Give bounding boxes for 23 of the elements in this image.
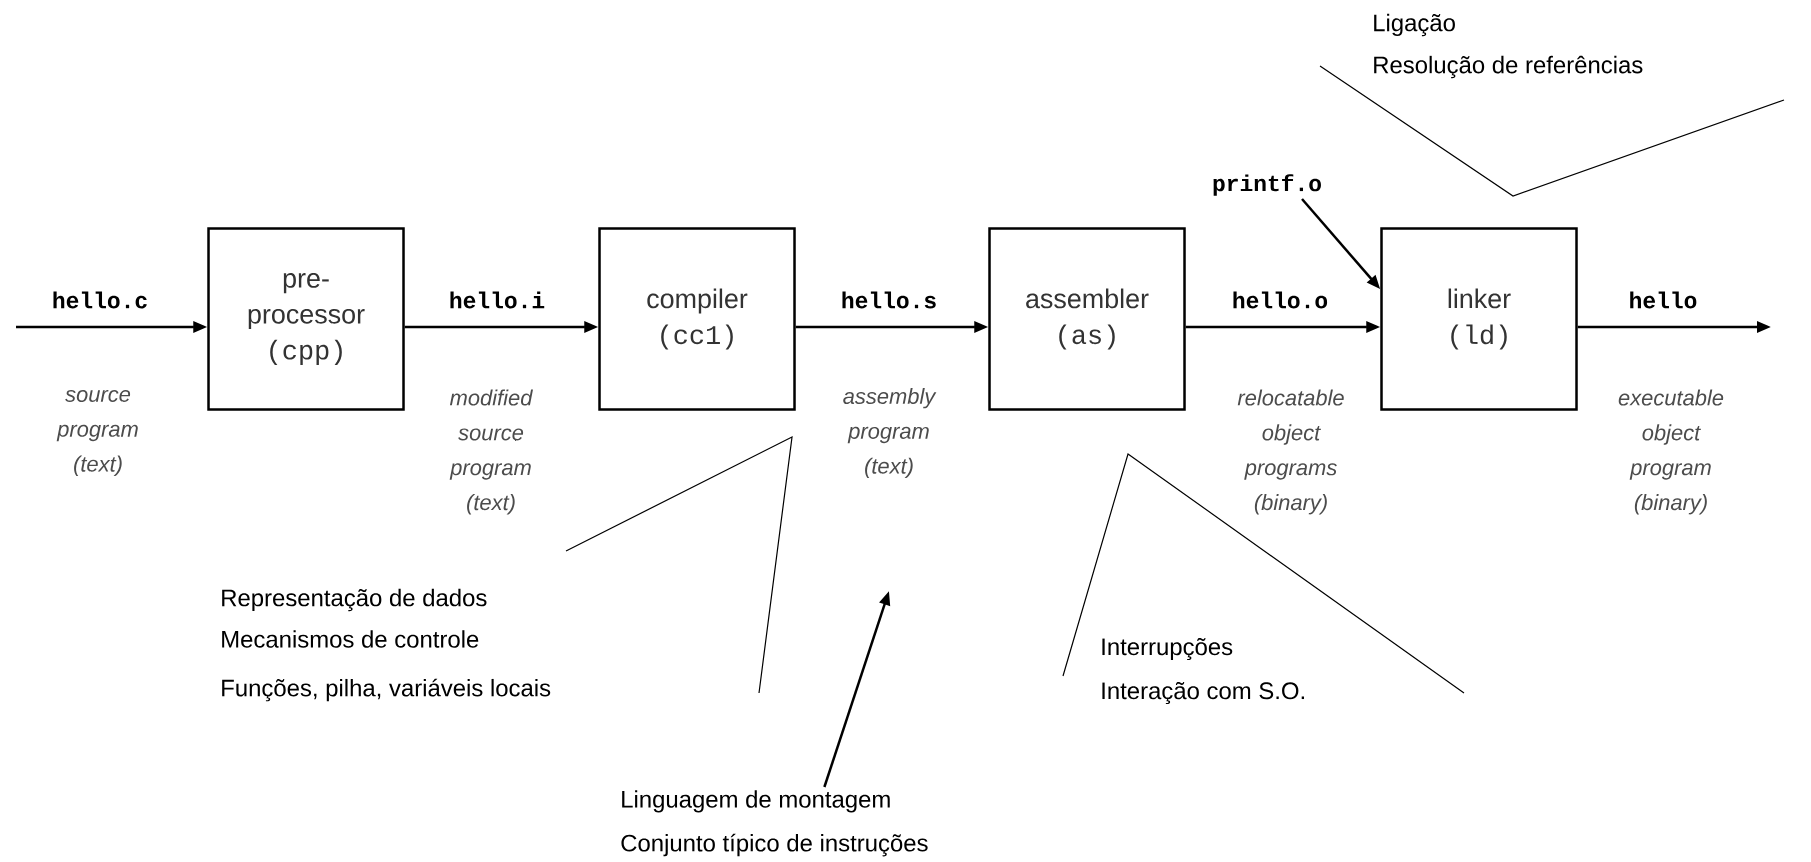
description-text: relocatable object programs (binary): [1237, 389, 1344, 515]
file-name: hello.c: [49, 289, 151, 311]
description-text: source program (text): [56, 389, 138, 477]
file-name: printf.o: [1213, 174, 1321, 196]
process-box: linker (ld): [1380, 227, 1578, 411]
file-name: hello.o: [1229, 289, 1331, 311]
file-name: hello.i: [446, 289, 548, 311]
file-name: hello: [1626, 289, 1700, 311]
description-text: executable object program (binary): [1618, 389, 1724, 515]
annotation-text: Linguagem de montagem Conjunto típico de instruções: [621, 790, 928, 857]
annotation-text: Resolução de referências: [1374, 55, 1643, 79]
description-text: modified source program (text): [449, 389, 533, 515]
annotation-text: Interrupções: [1102, 637, 1233, 661]
process-box: assembler (as): [988, 227, 1186, 411]
annotation-text: Representação de dados: [222, 588, 487, 612]
annotation-text: Ligação: [1374, 13, 1455, 37]
description-text: assembly program (text): [843, 387, 937, 479]
annotation-text: Funções, pilha, variáveis locais: [222, 678, 551, 702]
process-box: pre- processor (cpp): [207, 227, 405, 411]
process-box: compiler (cc1): [598, 227, 796, 411]
annotation-text: Mecanismos de controle: [222, 630, 479, 648]
file-name: hello.s: [838, 289, 940, 311]
annotation-text: Interação com S.O.: [1102, 681, 1304, 705]
